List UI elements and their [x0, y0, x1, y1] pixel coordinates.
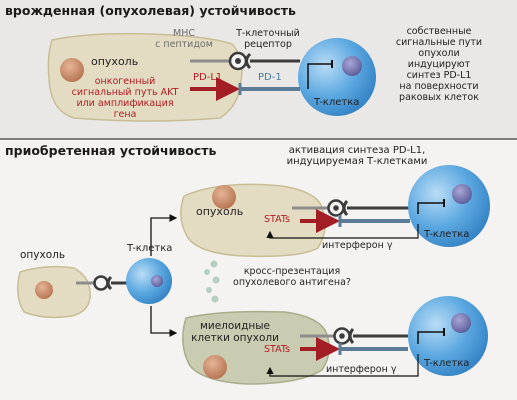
myeloid-label: миелоидные клетки опухоли [191, 320, 279, 344]
acquired-title: приобретенная устойчивость [5, 143, 217, 158]
tcell-label-bottom: T-клетка [424, 358, 470, 369]
tumor-label-left: опухоль [20, 249, 66, 261]
innate-note: собственные сигнальные пути опухоли инду… [395, 26, 483, 103]
tumor-nucleus [60, 58, 84, 82]
t-cell-nucleus [342, 56, 362, 76]
tumor-label: опухоль [91, 55, 139, 68]
tcr-cup [245, 52, 252, 70]
tumor-nucleus-top [212, 185, 236, 209]
innate-title: врожденная (опухолевая) устойчивость [5, 3, 296, 18]
tcell-label-top: T-клетка [424, 229, 470, 240]
pdl1-label: PD-L1 [193, 72, 223, 83]
panel-divider [0, 138, 517, 140]
mhc-label: MHC с пептидом [155, 28, 213, 50]
t-cell-mid [126, 258, 172, 304]
tcell-label-mid: T-клетка [127, 243, 173, 254]
myeloid-nucleus [203, 355, 227, 379]
activation-text: активация синтеза PD-L1, индуцируемая Т-… [286, 145, 428, 167]
mhc-peptide-left [93, 275, 109, 291]
tcell-label: T-клетка [314, 97, 360, 108]
stats-label-bottom: STATs [264, 344, 291, 355]
tcr-label: Т-клеточный рецептор [236, 28, 300, 50]
tumor-label-top: опухоль [196, 205, 244, 218]
pd1-label: PD-1 [258, 72, 282, 83]
cross-presentation-text: кросс-презентация опухолевого антигена? [233, 266, 351, 288]
oncogenic-text: онкогенный сигнальный путь AKT или ампли… [71, 76, 179, 120]
tumor-cell-left [17, 265, 91, 319]
stats-label-top: STATs [264, 214, 291, 225]
interferon-label-top: интерферон γ [322, 240, 393, 251]
interferon-label-bottom: интерферон γ [326, 364, 397, 375]
t-cell-top [408, 165, 490, 247]
tumor-cell-innate [47, 32, 243, 122]
tumor-nucleus-left [35, 281, 53, 299]
